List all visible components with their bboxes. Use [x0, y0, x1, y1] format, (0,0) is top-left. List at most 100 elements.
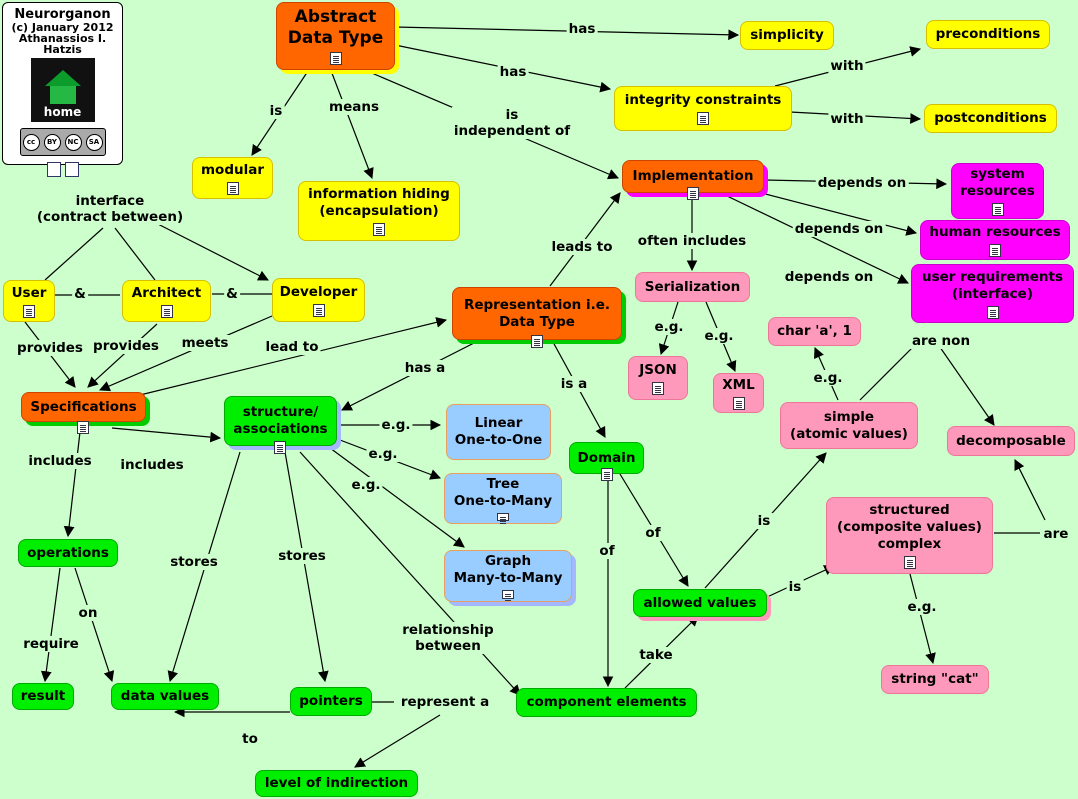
link-label-line: (contract between) — [36, 209, 184, 225]
node-linear[interactable]: Linear One-to-One — [446, 404, 551, 460]
document-icon[interactable] — [991, 203, 1004, 216]
document-icon[interactable] — [312, 303, 325, 317]
cc-icon: cc — [22, 133, 40, 151]
node-text: XML — [722, 376, 755, 393]
node-text: preconditions — [935, 26, 1041, 42]
document-icon[interactable] — [697, 112, 709, 125]
document-icon[interactable] — [23, 304, 35, 318]
node-representation[interactable]: Representation i.e. Data Type — [452, 287, 622, 340]
node-modular[interactable]: modular — [192, 157, 273, 199]
node-json[interactable]: JSON — [628, 356, 688, 400]
sitemap-icon[interactable] — [64, 162, 79, 177]
node-result[interactable]: result — [12, 683, 74, 710]
node-text: allowed values — [643, 594, 757, 611]
home-button[interactable]: home — [30, 58, 95, 122]
document-icon[interactable] — [903, 556, 916, 569]
link-label: are — [1041, 526, 1071, 542]
node-domain[interactable]: Domain — [569, 442, 644, 474]
link-label: relationship between — [400, 622, 496, 654]
node-structured[interactable]: structured (composite values) complex — [826, 497, 993, 574]
node-text: structure/ — [242, 404, 319, 420]
document-icon[interactable] — [274, 441, 286, 454]
node-operations[interactable]: operations — [18, 539, 118, 567]
document-icon[interactable] — [226, 181, 239, 195]
link-label: e.g. — [811, 370, 845, 386]
link-label: leads to — [549, 239, 615, 255]
node-integrity-constraints[interactable]: integrity constraints — [614, 86, 792, 131]
node-text: (composite values) — [837, 519, 982, 535]
node-allowed-values[interactable]: allowed values — [633, 589, 767, 617]
creative-commons-badge[interactable]: cc BY NC SA — [19, 128, 106, 156]
document-icon[interactable] — [497, 513, 509, 521]
node-char-a-1[interactable]: char 'a', 1 — [768, 317, 861, 346]
node-graph[interactable]: Graph Many-to-Many — [444, 550, 572, 602]
node-text: (interface) — [952, 285, 1033, 302]
node-human-resources[interactable]: human resources — [920, 220, 1070, 260]
neurorganon-logo[interactable]: Neurorganon (c) January 2012 Athanassios… — [2, 2, 123, 177]
node-text: Many-to-Many — [453, 570, 563, 586]
house-icon — [44, 70, 81, 86]
node-simplicity[interactable]: simplicity — [740, 21, 834, 50]
node-text: Architect — [131, 284, 202, 301]
document-icon[interactable] — [502, 590, 514, 599]
document-icon[interactable] — [373, 223, 385, 236]
node-text: Domain — [577, 449, 636, 466]
logo-author: Athanassios I. Hatzis — [18, 32, 107, 56]
document-icon[interactable] — [77, 421, 89, 434]
node-string-cat[interactable]: string "cat" — [881, 665, 989, 694]
document-icon[interactable] — [732, 396, 745, 410]
link-label: take — [637, 647, 675, 663]
node-specifications[interactable]: Specifications — [21, 392, 146, 422]
node-developer[interactable]: Developer — [272, 278, 365, 322]
link-label: depends on — [782, 269, 876, 285]
link-label-line: relationship — [402, 622, 494, 638]
document-icon[interactable] — [46, 162, 61, 177]
node-simple[interactable]: simple (atomic values) — [780, 402, 918, 449]
link-label: is a — [558, 376, 590, 392]
link-label: lead to — [263, 339, 321, 355]
node-text: Specifications — [30, 398, 137, 415]
node-user-requirements[interactable]: user requirements (interface) — [911, 264, 1074, 323]
node-pointers[interactable]: pointers — [290, 687, 372, 716]
link-label: depends on — [815, 175, 909, 191]
node-serialization[interactable]: Serialization — [635, 272, 750, 302]
link-label: is — [786, 579, 804, 595]
node-component-elements[interactable]: component elements — [516, 688, 697, 717]
node-text: Tree — [486, 476, 520, 492]
node-level-of-indirection[interactable]: level of indirection — [255, 770, 418, 797]
node-user[interactable]: User — [3, 280, 55, 322]
document-icon[interactable] — [687, 187, 699, 200]
node-text: level of indirection — [264, 775, 409, 791]
node-tree[interactable]: Tree One-to-Many — [444, 473, 562, 524]
node-architect[interactable]: Architect — [122, 280, 211, 322]
link-label: & — [224, 286, 240, 302]
node-text: Abstract — [294, 7, 377, 27]
document-icon[interactable] — [986, 305, 999, 319]
node-decomposable[interactable]: decomposable — [947, 426, 1075, 456]
link-label: & — [72, 286, 88, 302]
node-structure-associations[interactable]: structure/ associations — [224, 396, 337, 446]
node-data-values[interactable]: data values — [111, 683, 219, 710]
document-icon[interactable] — [652, 381, 664, 395]
node-postconditions[interactable]: postconditions — [924, 104, 1057, 133]
link-label: has a — [402, 360, 448, 376]
node-system-resources[interactable]: system resources — [951, 163, 1044, 219]
node-abstract-data-type[interactable]: Abstract Data Type — [276, 2, 395, 70]
node-xml[interactable]: XML — [713, 373, 764, 413]
document-icon[interactable] — [160, 304, 173, 318]
node-text: result — [20, 688, 66, 704]
link-label: e.g. — [652, 319, 686, 335]
document-icon[interactable] — [531, 335, 543, 348]
link-label: with — [828, 111, 866, 127]
node-text: resources — [960, 183, 1035, 199]
document-icon[interactable] — [989, 243, 1001, 257]
link-label: provides — [15, 340, 85, 356]
link-label: on — [76, 605, 100, 621]
node-text: One-to-Many — [453, 493, 553, 509]
node-text: modular — [200, 161, 264, 178]
document-icon[interactable] — [601, 468, 613, 481]
node-preconditions[interactable]: preconditions — [926, 20, 1050, 49]
node-information-hiding[interactable]: information hiding (encapsulation) — [298, 181, 460, 241]
document-icon[interactable] — [329, 52, 342, 65]
node-text: information hiding — [308, 186, 450, 202]
